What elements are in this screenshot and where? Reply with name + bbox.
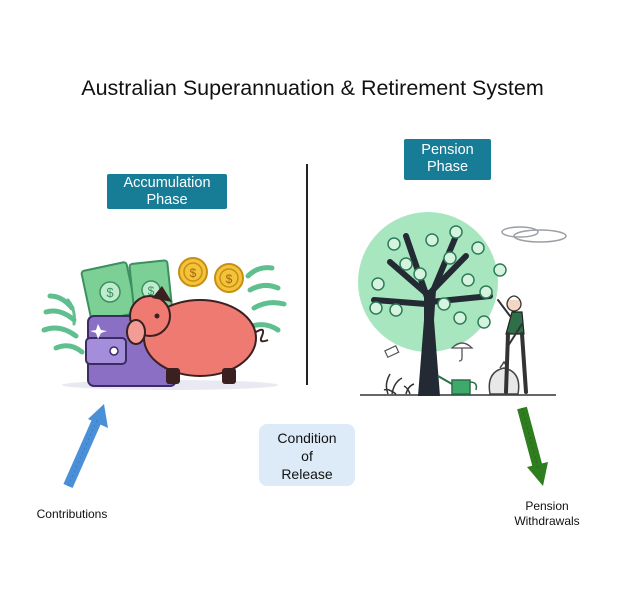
plant-icon — [383, 373, 415, 395]
pension-label-line1: Pension — [421, 142, 474, 158]
withdrawals-line1: Pension — [525, 499, 569, 513]
accumulation-phase-box: Accumulation Phase — [107, 174, 227, 209]
svg-text:$: $ — [190, 266, 197, 280]
person-icon — [497, 295, 528, 394]
dollar-coin-icon: $ — [214, 263, 244, 293]
leaves-right-icon — [245, 265, 287, 333]
condition-of-release-box: Condition of Release — [259, 424, 355, 486]
tree-coins — [369, 225, 507, 329]
condition-line3: Release — [281, 466, 333, 482]
svg-text:$: $ — [148, 284, 155, 298]
accumulation-label-line1: Accumulation — [123, 175, 211, 191]
withdrawals-line2: Withdrawals — [514, 514, 580, 528]
condition-line2: of — [301, 448, 313, 464]
watering-can-icon — [437, 375, 478, 395]
money-bag-icon — [488, 360, 520, 395]
accumulation-label-line2: Phase — [146, 192, 188, 208]
pension-phase-box: Pension Phase — [404, 139, 491, 180]
umbrella-icon — [450, 342, 474, 362]
leaves-left-icon — [41, 293, 85, 355]
pension-withdrawals-label: Pension Withdrawals — [502, 499, 592, 529]
banknote-icon — [384, 345, 400, 359]
svg-text:$: $ — [226, 272, 233, 286]
condition-line1: Condition — [277, 430, 337, 446]
dollar-coin-icon: $ — [178, 257, 208, 287]
money-tree-icon — [358, 212, 567, 396]
pension-label-line2: Phase — [426, 159, 469, 175]
phase-divider — [306, 164, 308, 385]
svg-text:$: $ — [106, 285, 114, 300]
contributions-label: Contributions — [36, 507, 108, 521]
piggy-bank-icon — [126, 286, 269, 384]
diagram-title: Australian Superannuation & Retirement S… — [81, 76, 544, 100]
